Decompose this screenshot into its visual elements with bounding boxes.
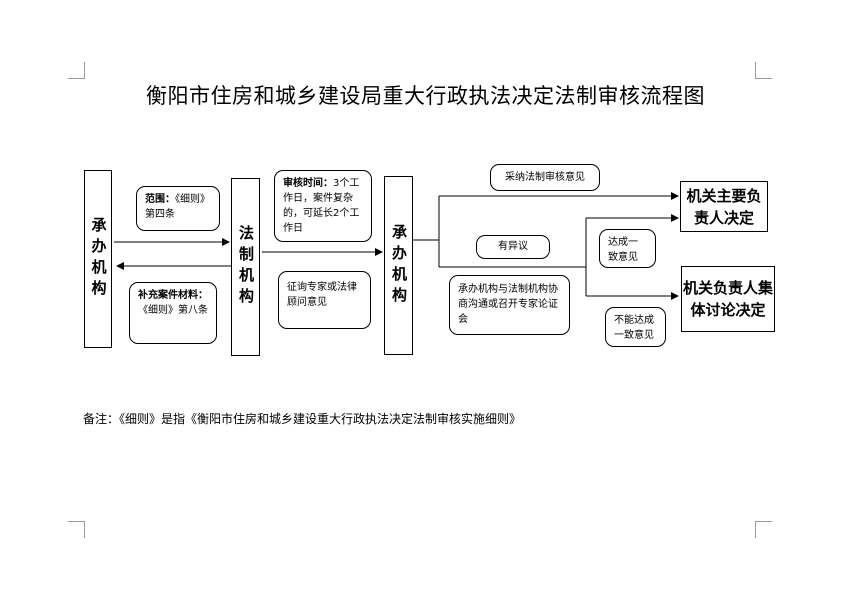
node-coordinate: 承办机构与法制机构协商沟通或召开专家论证会: [449, 275, 570, 335]
node-consult-experts: 征询专家或法律顾问意见: [278, 271, 371, 329]
review-time-text: 3个工作日，案件复杂的，可延长2个工作日: [283, 178, 360, 234]
node-review-time: 审核时间：3个工作日，案件复杂的，可延长2个工作日: [274, 170, 372, 242]
corner-mark-top-right: [755, 62, 772, 79]
scope-label: 范围：: [145, 194, 175, 205]
node-handling-org-right: 承办机构: [384, 176, 413, 355]
footnote: 备注：《细则》是指《衡阳市住房和城乡建设重大行政执法决定法制审核实施细则》: [83, 412, 522, 426]
scope-text: 《细则》第四条: [145, 194, 210, 220]
corner-mark-bottom-left: [68, 521, 85, 538]
node-no-agreement: 不能达成一致意见: [605, 307, 666, 347]
node-handling-org-left: 承办机构: [84, 170, 112, 348]
page-title: 衡阳市住房和城乡建设局重大行政执法决定法制审核流程图: [146, 84, 705, 108]
node-collective-decision: 机关负责人集体讨论决定: [681, 266, 775, 332]
node-leader-decision: 机关主要负责人决定: [680, 181, 768, 232]
review-time-label: 审核时间：: [283, 178, 333, 189]
supplement-label: 补充案件材料：: [138, 290, 208, 301]
node-supplement-materials: 补充案件材料： 《细则》第八条: [129, 282, 217, 344]
node-dissent: 有异议: [476, 235, 550, 259]
corner-mark-top-left: [68, 62, 85, 79]
node-agreement: 达成一致意见: [599, 229, 656, 268]
corner-mark-bottom-right: [755, 521, 772, 538]
supplement-text: 《细则》第八条: [138, 305, 208, 316]
node-scope: 范围：《细则》第四条: [136, 186, 220, 231]
node-legal-org: 法制机构: [231, 178, 260, 356]
node-adopt-opinion: 采纳法制审核意见: [490, 164, 600, 191]
